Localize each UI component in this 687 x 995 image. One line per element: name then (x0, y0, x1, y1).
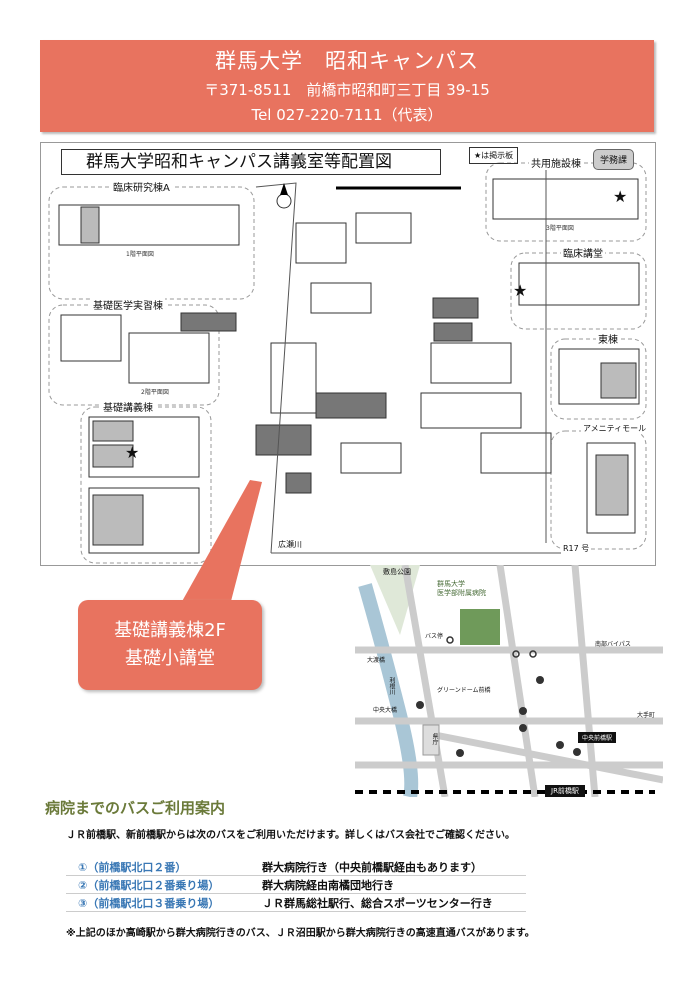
label-jr-maebashi: JR前橋駅 (545, 785, 585, 797)
label-river: 利根川 (388, 677, 395, 695)
area-map: 敷島公園 群馬大学 医学部附属病院 バス停 南部バイパス 大渡橋 利根川 グリー… (345, 564, 664, 799)
label-green-dome: グリーンドーム前橋 (437, 687, 491, 694)
label-bus-stop: バス停 (425, 633, 444, 640)
floor-1f: 1階平面図 (126, 251, 154, 258)
label-rinsho-kodo: 臨床講堂 (561, 245, 605, 260)
callout-line1: 基礎講義棟2F (114, 620, 226, 641)
area-map-drawing (355, 564, 664, 799)
campus-map-title: 群馬大学昭和キャンパス講義室等配置図 (61, 149, 441, 175)
label-kiso-jisshu: 基礎医学実習棟 (91, 297, 165, 312)
star-icon: ★ (613, 187, 628, 206)
label-road: R17 号 (561, 543, 592, 554)
office-bubble: 学務課 (593, 149, 635, 170)
route-stop: ③（前橋駅北口３番乗り場） (78, 896, 220, 910)
campus-address: 〒371-8511 前橋市昭和町三丁目 39-15 (204, 81, 490, 99)
campus-title: 群馬大学 昭和キャンパス (215, 49, 479, 73)
label-hospital: 群馬大学 医学部附属病院 (437, 580, 486, 597)
label-chuo-maebashi: 中央前橋駅 (578, 732, 617, 743)
campus-header: 群馬大学 昭和キャンパス 〒371-8511 前橋市昭和町三丁目 39-15 T… (40, 40, 654, 132)
label-park: 敷島公園 (383, 568, 411, 576)
label-ohte: 大手町 (637, 712, 656, 719)
campus-map: 群馬大学昭和キャンパス講義室等配置図 ★は掲示板 学務課 臨床研究棟A 基礎医学… (40, 142, 656, 567)
route-stop: ②（前橋駅北口２番乗り場） (78, 878, 220, 892)
star-icon: ★ (125, 443, 140, 462)
callout-lecture-room: 基礎講義棟2F 基礎小講堂 (78, 600, 262, 690)
route-destination: 群大病院行き（中央前橋駅経由もあります） (262, 860, 482, 874)
campus-map-drawing (48, 162, 647, 567)
bus-guide-note: ※上記のほか高崎駅から群大病院行きのバス、ＪＲ沼田駅から群大病院行きの高速直通バ… (66, 928, 535, 939)
label-bridge1: 大渡橋 (367, 657, 386, 664)
bus-guide-title: 病院までのバスご利用案内 (45, 799, 226, 817)
bus-guide-intro: ＪＲ前橋駅、新前橋駅からは次のバスをご利用いただけます。詳しくはバス会社でご確認… (66, 830, 515, 841)
route-destination: 群大病院経由南橘団地行き (262, 878, 394, 892)
label-bridge2: 中央大橋 (373, 707, 398, 714)
route-stop: ①（前橋駅北口２番） (78, 860, 187, 874)
star-icon: ★ (513, 281, 528, 300)
callout-line2: 基礎小講堂 (125, 648, 215, 669)
label-rinsho-a: 臨床研究棟A (111, 179, 172, 194)
floor-2f: 2階平面図 (141, 389, 169, 396)
label-kiso-kougi: 基礎講義棟 (101, 399, 155, 414)
floor-3f: 3階平面図 (546, 225, 574, 232)
callout-pointer (180, 480, 262, 605)
map-legend: ★は掲示板 (469, 147, 519, 164)
bus-route: ②（前橋駅北口２番乗り場） 群大病院経由南橘団地行き (66, 876, 526, 894)
label-amenity: アメニティモール (581, 423, 649, 434)
label-higashi: 東棟 (596, 331, 620, 346)
label-kyoyo: 共用施設棟 (529, 155, 583, 170)
bus-route-list: ①（前橋駅北口２番） 群大病院行き（中央前橋駅経由もあります） ②（前橋駅北口２番… (66, 858, 526, 912)
campus-tel: Tel 027-220-7111（代表） (251, 106, 443, 124)
bus-route: ③（前橋駅北口３番乗り場） ＪＲ群馬総社駅行、総合スポーツセンター行き (66, 894, 526, 912)
label-river: 広瀬川 (276, 539, 304, 550)
bus-route: ①（前橋駅北口２番） 群大病院行き（中央前橋駅経由もあります） (66, 858, 526, 876)
label-bypass: 南部バイパス (595, 641, 631, 648)
route-destination: ＪＲ群馬総社駅行、総合スポーツセンター行き (262, 896, 493, 910)
label-city: 県庁 (431, 733, 438, 745)
